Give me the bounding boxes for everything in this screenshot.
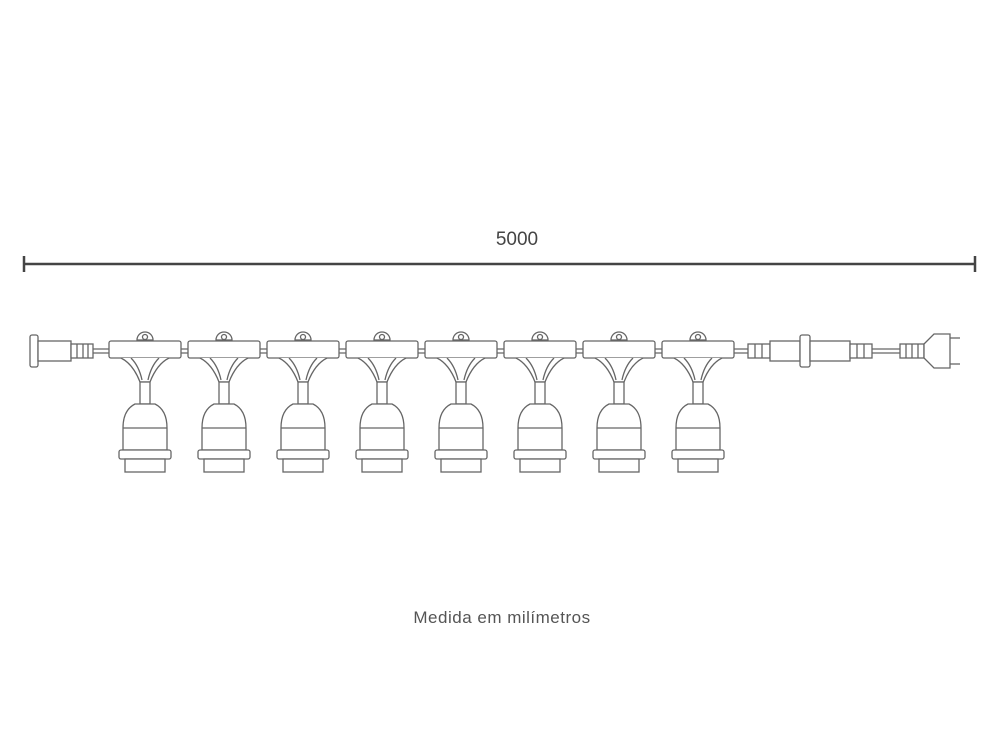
units-caption: Medida em milímetros: [413, 608, 591, 627]
lamp-socket: [503, 331, 577, 473]
lamp-socket: [345, 331, 419, 473]
power-plug: [899, 333, 960, 369]
lamp-socket: [187, 331, 261, 473]
lamp-socket: [661, 331, 735, 473]
inline-connector: [747, 334, 873, 368]
dimension-line: [22, 256, 977, 272]
lamp-socket: [424, 331, 498, 473]
dimension-label: 5000: [495, 229, 539, 250]
end-cap: [29, 334, 94, 368]
lamp-socket: [582, 331, 656, 473]
lamp-socket: [266, 331, 340, 473]
lamp-socket: [108, 331, 182, 473]
